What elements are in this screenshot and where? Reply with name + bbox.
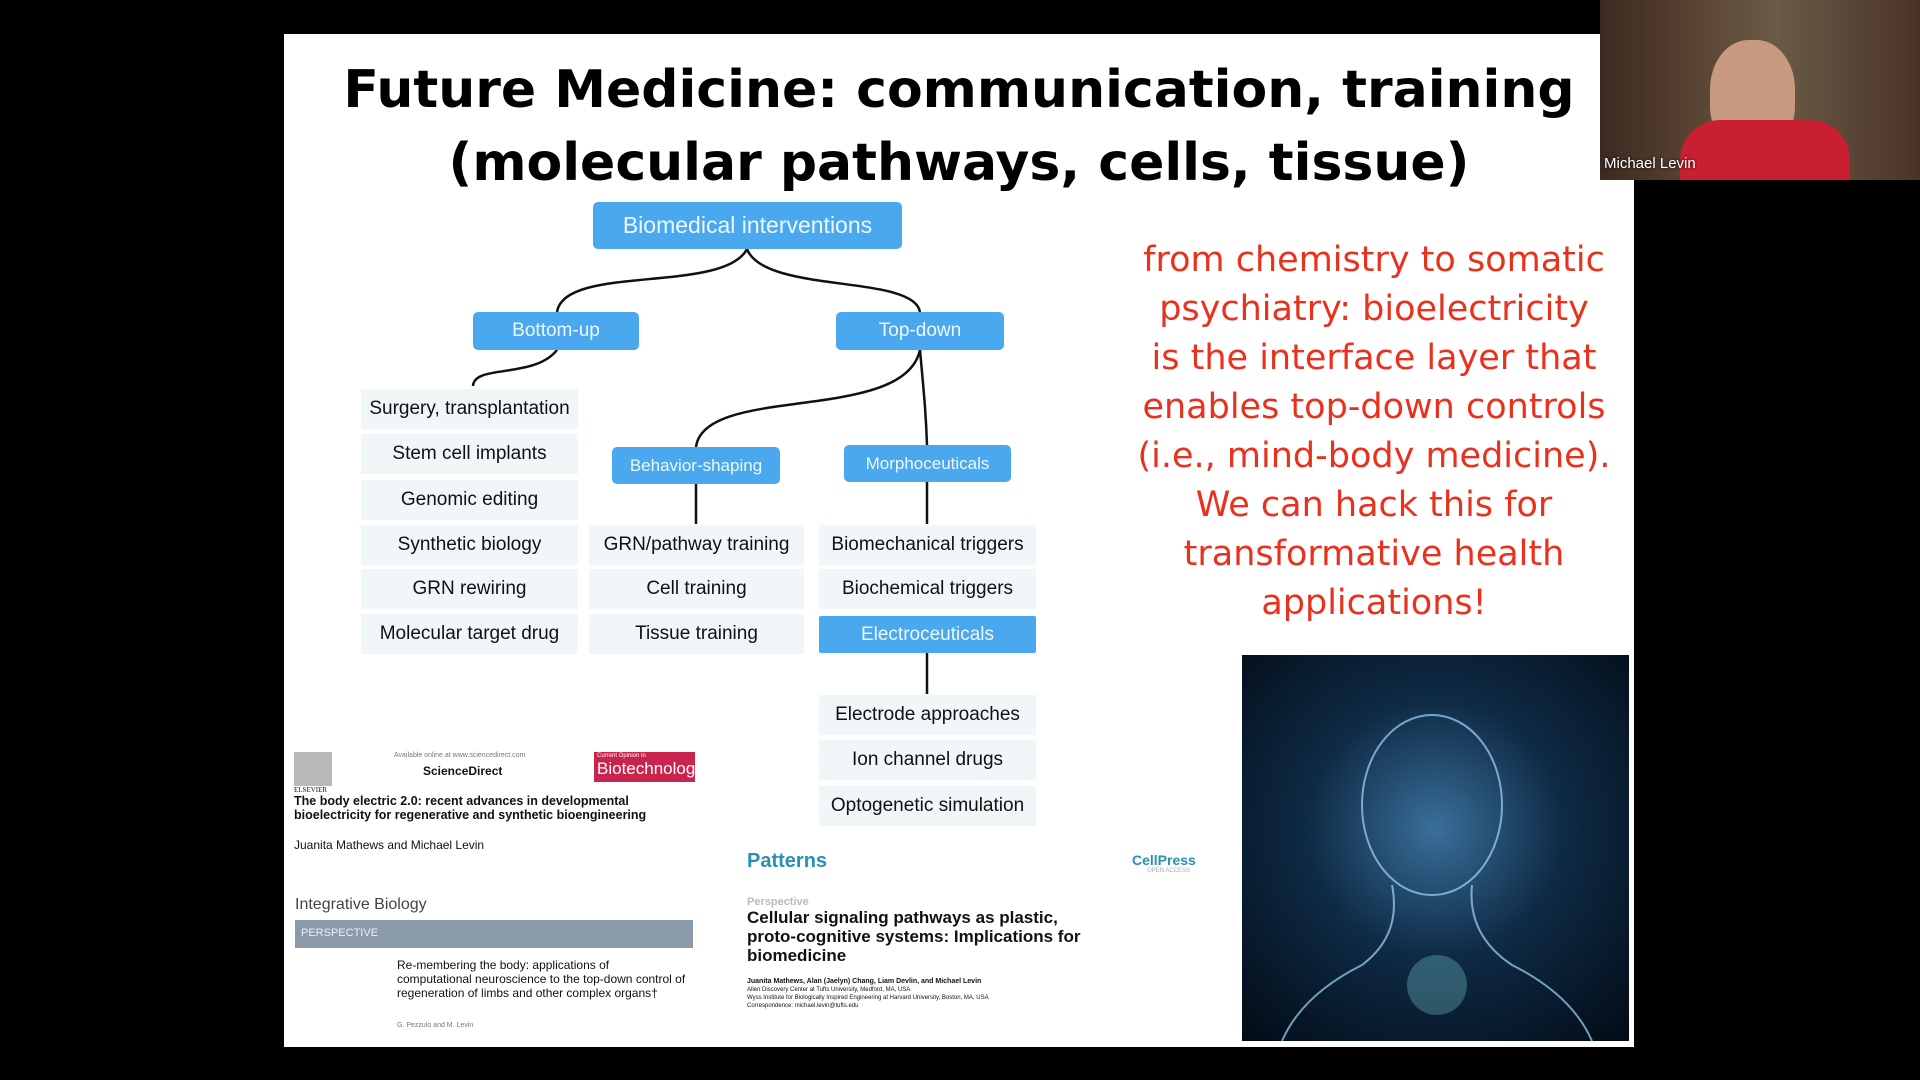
- list-item: Genomic editing: [361, 480, 578, 520]
- slide-title: Future Medicine: communication, training…: [343, 60, 1575, 193]
- node-bottom-up: Bottom-up: [473, 312, 639, 350]
- list-item: Molecular target drug: [361, 614, 578, 654]
- elsevier-logo-icon: [294, 752, 332, 786]
- human-body-illustration: [1242, 655, 1629, 1042]
- presentation-slide: Future Medicine: communication, training…: [284, 34, 1634, 1047]
- participant-name: Michael Levin: [1604, 155, 1696, 172]
- node-biomedical-interventions: Biomedical interventions: [593, 202, 902, 249]
- list-item: Biochemical triggers: [819, 569, 1036, 609]
- node-electroceuticals: Electroceuticals: [819, 616, 1036, 653]
- speaker-shirt: [1680, 120, 1850, 180]
- list-item: Cell training: [589, 569, 804, 609]
- paper-remembering-body: Integrative Biology PERSPECTIVE Re-membe…: [295, 896, 693, 1046]
- node-behavior-shaping: Behavior-shaping: [612, 447, 780, 484]
- list-item: Electrode approaches: [819, 695, 1036, 735]
- list-item: Tissue training: [589, 614, 804, 654]
- paper-body-electric: ELSEVIER Available online at www.science…: [294, 752, 704, 852]
- list-item: Optogenetic simulation: [819, 786, 1036, 826]
- webcam-video-tile[interactable]: Michael Levin: [1600, 0, 1920, 180]
- list-item: Stem cell implants: [361, 434, 578, 474]
- human-silhouette-icon: [1281, 714, 1593, 1042]
- node-top-down: Top-down: [836, 312, 1004, 350]
- list-item: GRN rewiring: [361, 569, 578, 609]
- list-item: Surgery, transplantation: [361, 389, 578, 429]
- list-item: Biomechanical triggers: [819, 525, 1036, 565]
- callout-text: from chemistry to somatic psychiatry: bi…: [1137, 240, 1611, 623]
- paper-cellular-signaling: Patterns CellPress OPEN ACCESS Perspecti…: [747, 850, 1196, 1009]
- biotechnology-journal-badge: Current Opinion in Biotechnology: [594, 752, 704, 782]
- diagram-connectors: [471, 248, 929, 694]
- list-item: Synthetic biology: [361, 525, 578, 565]
- list-item: GRN/pathway training: [589, 525, 804, 565]
- list-item: Ion channel drugs: [819, 740, 1036, 780]
- node-morphoceuticals: Morphoceuticals: [844, 445, 1011, 482]
